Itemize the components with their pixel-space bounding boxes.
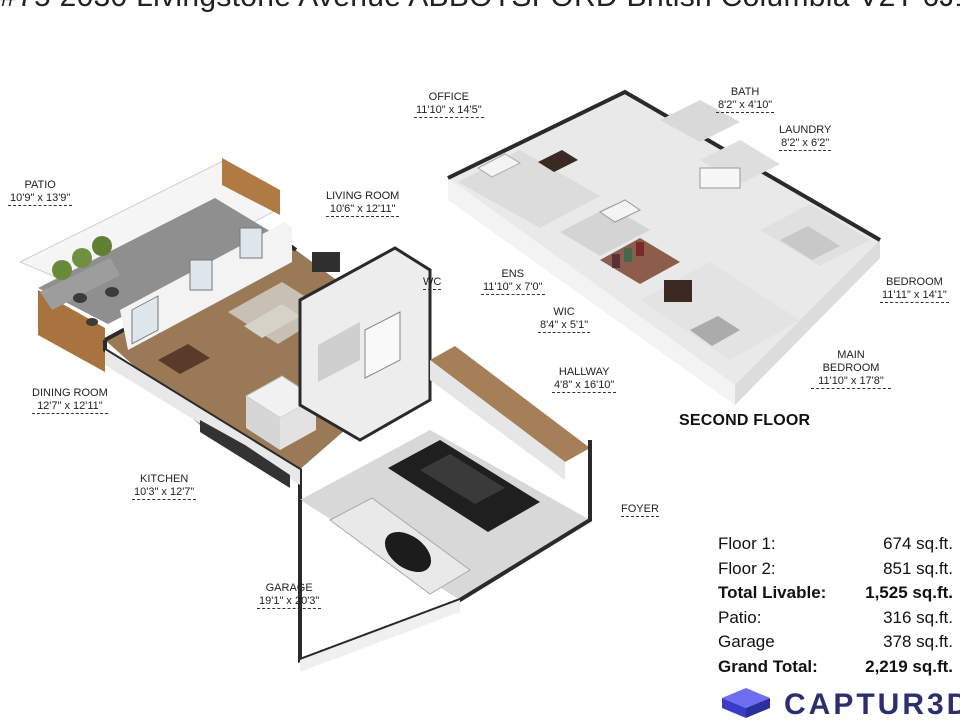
area-label: Floor 1: [718, 534, 776, 554]
room-name: Bedroom [885, 276, 943, 288]
windows [131, 227, 263, 345]
room-dimension [621, 516, 659, 517]
garage-floor [300, 430, 590, 600]
room-name: WC [423, 276, 442, 288]
sofa [244, 304, 300, 338]
room-name: Bath [730, 86, 760, 98]
room-name: Garage [265, 582, 313, 594]
area-row: Floor 1: 674 sq.ft. [718, 532, 953, 557]
area-row: Grand Total: 2,219 sq.ft. [718, 655, 953, 680]
room-name: ENS [501, 268, 525, 280]
room-name: Patio [24, 179, 56, 191]
room-dimension: 8'2" x 4'10" [716, 99, 775, 113]
area-label: Total Livable: [718, 583, 827, 603]
area-value: 316 sq.ft. [883, 607, 953, 627]
area-value: 2,219 sq.ft. [865, 656, 953, 676]
room-label-dining-room: Dining Room 12'7" x 12'11" [32, 387, 108, 414]
room-label-patio: Patio 10'9" x 13'9" [8, 179, 73, 206]
patio-side-fence [38, 290, 105, 372]
patio-chairs [73, 287, 119, 326]
room-label-garage: Garage 19'1" x 20'3" [257, 582, 322, 609]
room-dimension [423, 289, 442, 290]
room-dimension: 11'10" x 7'0" [481, 281, 545, 295]
room-dimension: 11'10" x 17'8" [811, 375, 891, 389]
area-row: Floor 2: 851 sq.ft. [718, 557, 953, 582]
patio-lawn [40, 258, 120, 310]
room-dimension: 12'7" x 12'11" [32, 400, 108, 414]
room-name: Hallway [558, 366, 610, 378]
room-label-living-room: Living Room 10'6" x 12'11" [326, 190, 400, 217]
room-label-bedroom: Bedroom 11'11" x 14'1" [880, 276, 949, 303]
room-name: Foyer [621, 503, 659, 515]
dining-table [158, 344, 210, 374]
room-dimension: 8'2" x 6'2" [779, 137, 832, 151]
area-label: Floor 2: [718, 558, 776, 578]
room-label-bath: Bath 8'2" x 4'10" [716, 86, 775, 113]
tv-unit [312, 252, 340, 272]
area-row: Total Livable: 1,525 sq.ft. [718, 581, 953, 606]
room-label-wc: WC [423, 276, 442, 290]
patio-wood-fence [222, 158, 280, 215]
room-dimension: 8'4" x 5'1" [538, 319, 591, 333]
room-name: Living Room [326, 190, 400, 202]
room-label-hallway: Hallway 4'8" x 16'10" [552, 366, 617, 393]
dresser [664, 280, 692, 302]
room-name: Main Bedroom [822, 349, 880, 374]
bedroom-bed [780, 226, 840, 260]
room-dimension: 10'9" x 13'9" [8, 192, 73, 206]
area-row: Patio: 316 sq.ft. [718, 606, 953, 631]
brand-name: CAPTUR3D [784, 688, 960, 721]
brand-footer: CAPTUR3D [720, 686, 960, 721]
office-desk [477, 153, 522, 178]
area-value: 674 sq.ft. [883, 534, 953, 554]
area-summary-table: Floor 1: 674 sq.ft. Floor 2: 851 sq.ft. Tota… [718, 532, 953, 679]
room-dimension: 4'8" x 16'10" [552, 379, 617, 393]
main-bed [690, 316, 740, 346]
area-value: 378 sq.ft. [883, 632, 953, 652]
room-label-office: Office 11'10" x 14'5" [414, 91, 484, 118]
wic-clothes [612, 242, 644, 268]
laundry-floor [700, 140, 780, 184]
room-name: Kitchen [140, 473, 189, 485]
office-desk-dark [538, 150, 578, 172]
area-label: Patio: [718, 607, 762, 627]
room-dimension: 10'6" x 12'11" [326, 203, 400, 217]
room-name: Dining Room [32, 387, 108, 399]
ens-floor [560, 206, 650, 256]
room-dimension: 11'11" x 14'1" [880, 289, 949, 303]
first-floor [18, 158, 592, 672]
room-name: Office [428, 91, 469, 103]
bath-floor [660, 100, 740, 142]
second-floor-outer-wall [447, 89, 882, 242]
second-floor-title: SECOND FLOOR [679, 412, 811, 429]
room-name: WIC [553, 306, 575, 318]
cube-logo-icon [722, 688, 770, 718]
room-dimension: 10'3" x 12'7" [132, 486, 197, 500]
patio-floor [38, 198, 278, 324]
second-floor [447, 89, 882, 405]
area-label: Grand Total: [718, 656, 818, 676]
room-dimension: 11'10" x 14'5" [414, 104, 484, 118]
listing-address: #75 2030 Livingstone Avenue ABBOTSFORD B… [0, 0, 960, 14]
area-row: Garage 378 sq.ft. [718, 630, 953, 655]
room-label-wic: WIC 8'4" x 5'1" [538, 306, 591, 333]
room-label-laundry: Laundry 8'2" x 6'2" [779, 124, 832, 151]
room-label-main-bedroom: Main Bedroom 11'10" x 17'8" [811, 349, 891, 389]
area-value: 1,525 sq.ft. [865, 583, 953, 603]
suv-car [388, 440, 540, 532]
room-dimension: 19'1" x 20'3" [257, 595, 322, 609]
room-name: Laundry [779, 124, 832, 136]
room-label-foyer: Foyer [621, 503, 659, 517]
kitchen-counter [200, 420, 290, 488]
patio-plants [52, 236, 112, 280]
convertible-car [329, 497, 471, 595]
wic-floor [600, 238, 680, 284]
hallway-floor [430, 346, 590, 462]
area-label: Garage [718, 632, 775, 652]
room-label-ens: ENS 11'10" x 7'0" [481, 268, 545, 295]
area-value: 851 sq.ft. [883, 558, 953, 578]
room-label-kitchen: Kitchen 10'3" x 12'7" [132, 473, 197, 500]
